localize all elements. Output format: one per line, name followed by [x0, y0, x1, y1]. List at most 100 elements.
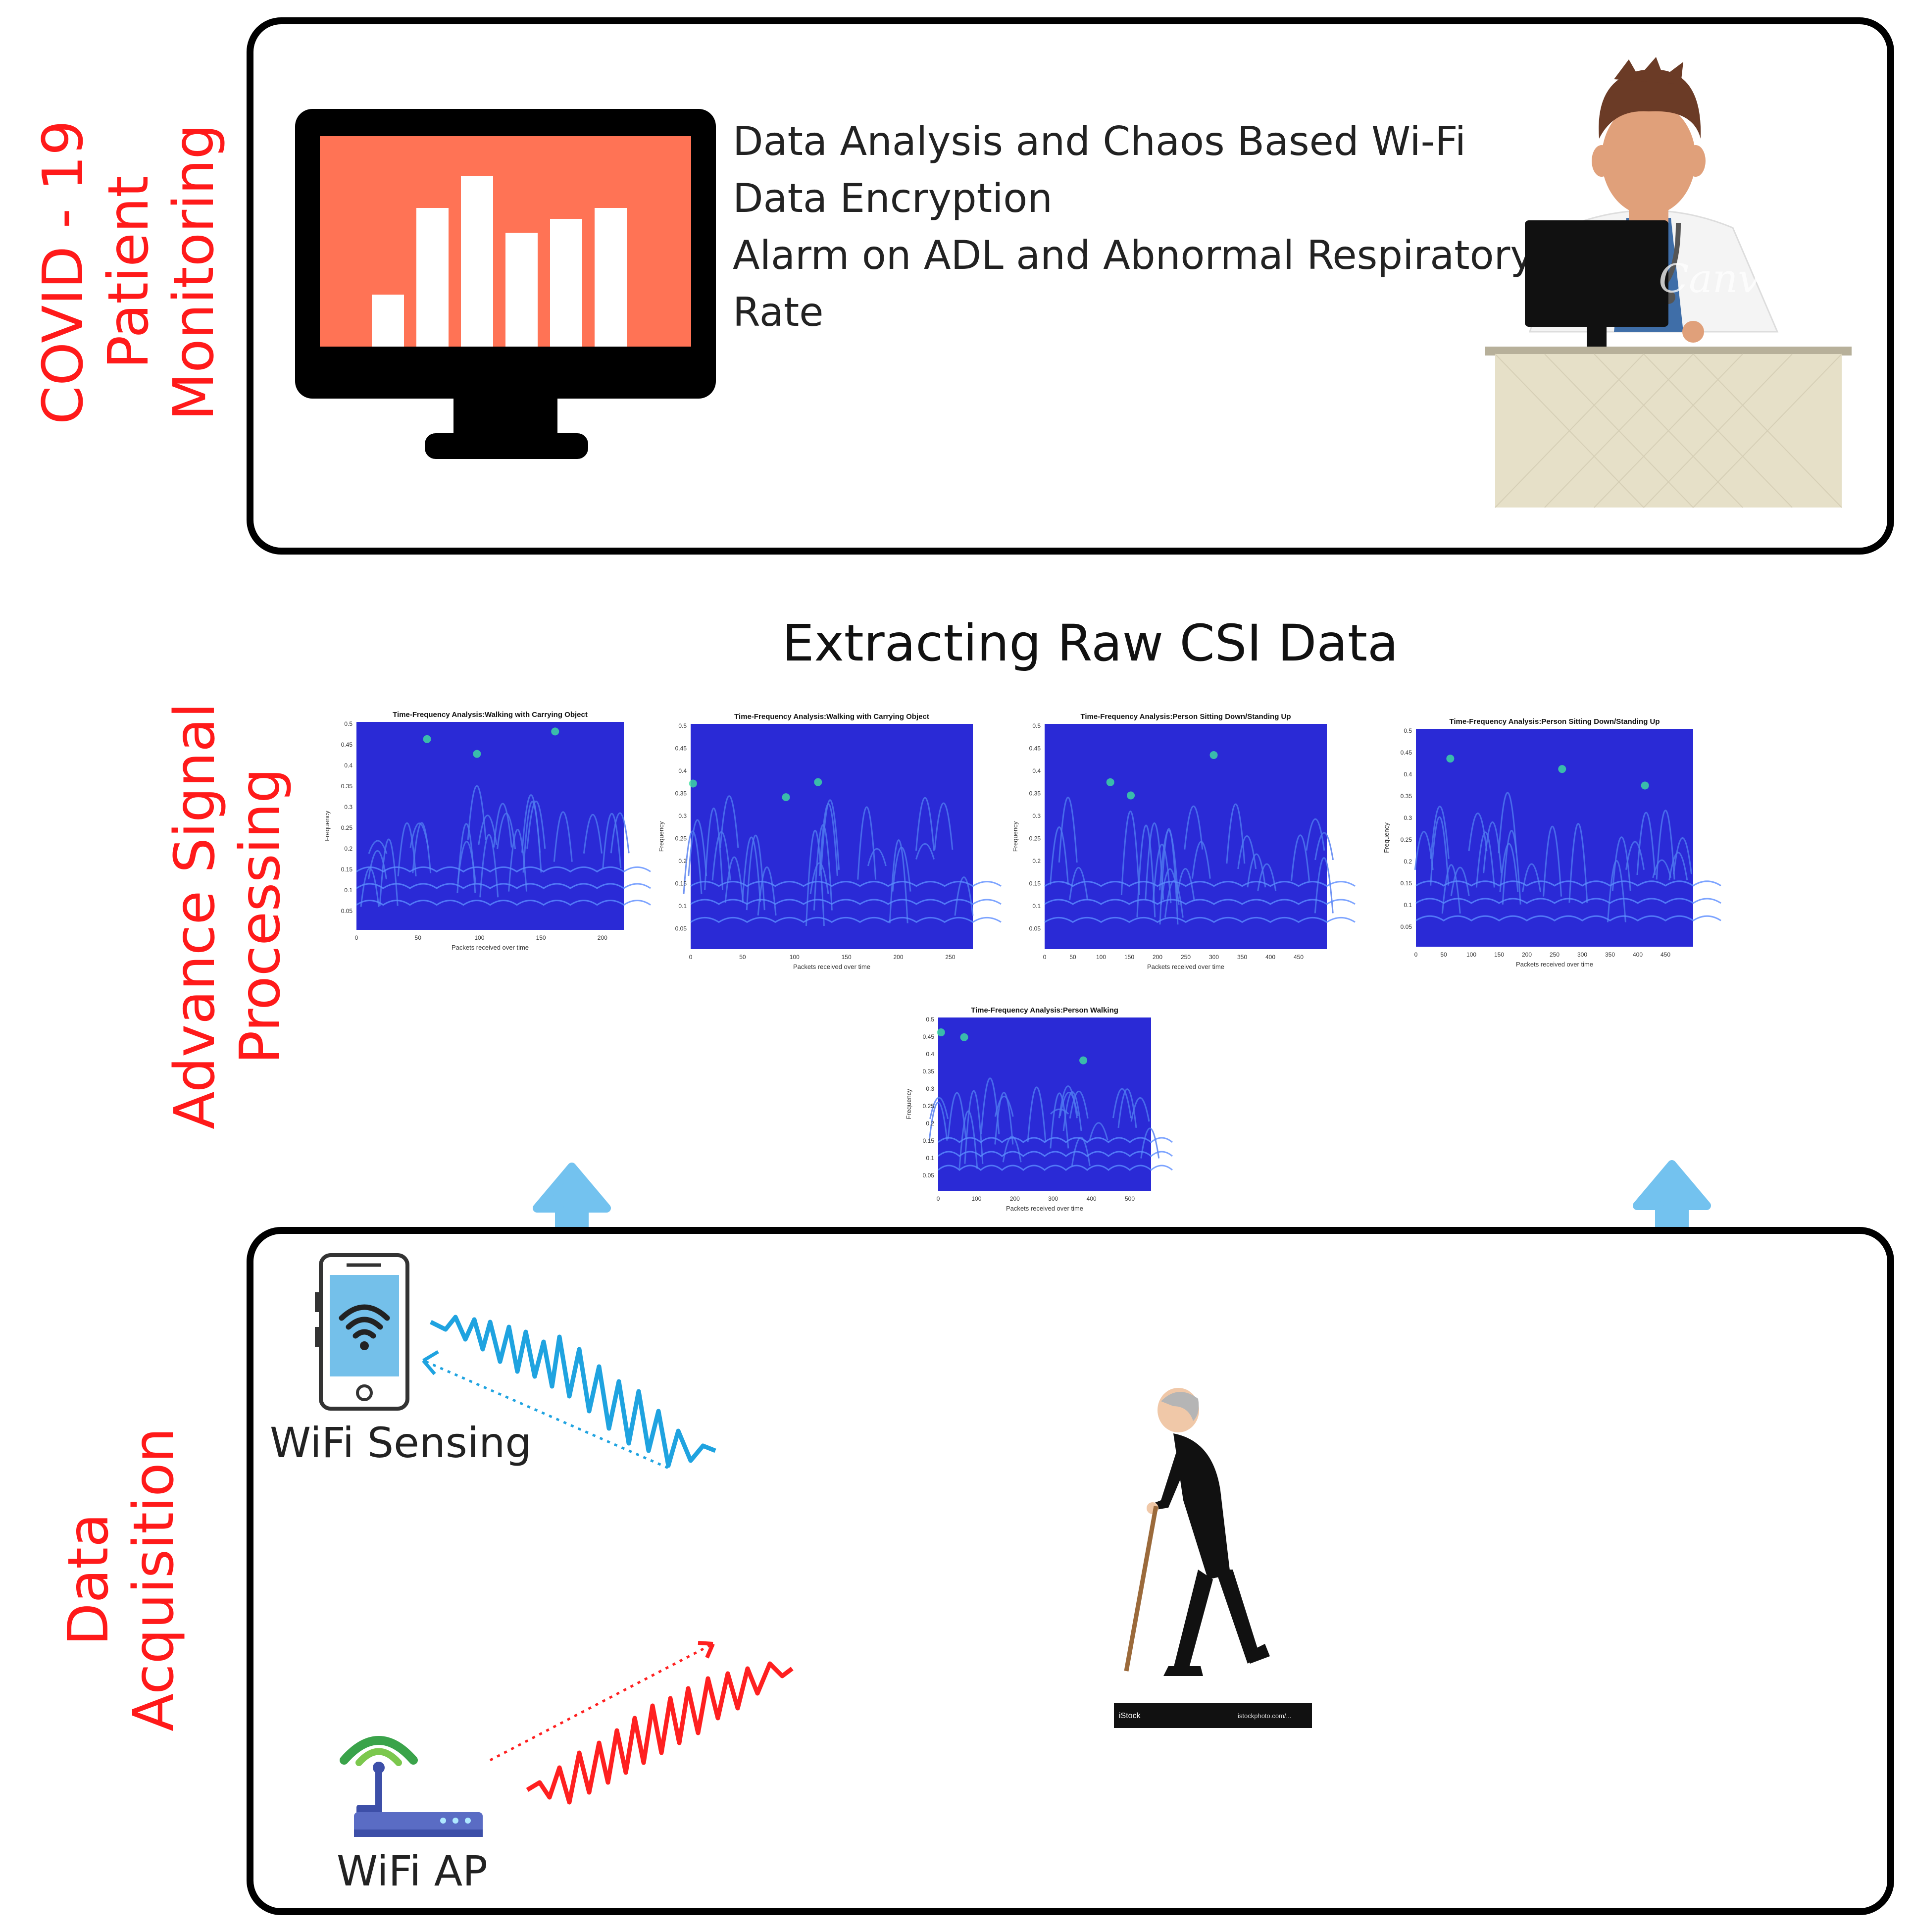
- spectrogram-ridge: [379, 838, 399, 906]
- spectrogram-xtick: 100: [971, 1195, 981, 1202]
- spectrogram-ytick: 0.4: [1404, 771, 1412, 778]
- spectrogram-ridge: [1069, 866, 1089, 900]
- spectrogram-ytick: 0.05: [675, 925, 687, 932]
- spectrogram-xtick: 50: [739, 954, 746, 961]
- spectrogram-xtick: 300: [1048, 1195, 1058, 1202]
- spectrogram-band: [356, 866, 651, 873]
- spectrogram-ridge: [397, 822, 417, 877]
- spectrogram-xtick: 500: [1125, 1195, 1135, 1202]
- spectrogram-ytick: 0.35: [675, 790, 687, 797]
- spectrogram-ridge: [583, 814, 603, 854]
- spectrogram-band: [1415, 915, 1721, 921]
- spectrogram-xtick: 100: [1466, 951, 1476, 958]
- extracting-heading: Extracting Raw CSI Data: [782, 614, 1399, 673]
- spectrogram-ytick: 0.1: [1032, 903, 1041, 910]
- spectrogram-ridge: [467, 785, 487, 840]
- spectrogram-xtick: 200: [1010, 1195, 1020, 1202]
- monitoring-line: Data Analysis and Chaos Based Wi-Fi: [733, 118, 1466, 164]
- spectrogram-title: Time-Frequency Analysis:Walking with Car…: [393, 711, 588, 719]
- spectrogram-ytick: 0.3: [1032, 813, 1041, 819]
- spectrogram-ridge: [1450, 866, 1470, 896]
- spectrogram-ytick: 0.45: [341, 741, 353, 748]
- spectrogram-ridge: [688, 819, 707, 876]
- spectrogram-ridge: [915, 797, 935, 851]
- monitoring-line: Alarm on ADL and Abnormal Respiratory: [733, 232, 1534, 278]
- spectrogram-ytick: 0.5: [926, 1016, 934, 1023]
- spectrogram-xtick: 250: [945, 954, 955, 961]
- spectrogram-peak: [782, 793, 790, 802]
- spectrogram-xtick: 200: [1522, 951, 1532, 958]
- spectrogram-ytick: 0.2: [926, 1120, 934, 1127]
- spectrogram-ridge: [1483, 821, 1503, 873]
- spectrogram-ridge: [1607, 860, 1626, 922]
- spectrogram-ridge: [1130, 1097, 1150, 1122]
- spectrogram-xtick: 450: [1294, 954, 1304, 961]
- spectrogram-xtick: 200: [598, 934, 607, 941]
- spectrogram-ytick: 0.5: [344, 720, 352, 727]
- monitor-bar: [595, 208, 627, 347]
- monitoring-line: Data Encryption: [733, 175, 1053, 221]
- spectrogram-ridge: [526, 801, 546, 849]
- spectrogram-ridge: [958, 1110, 978, 1169]
- spectrogram-peak: [1641, 781, 1649, 790]
- spectrogram-peak: [473, 750, 481, 758]
- spectrogram-ridge: [1668, 852, 1688, 880]
- spectrogram-peak: [423, 735, 431, 743]
- spectrogram-xtick: 50: [415, 934, 422, 941]
- spectrogram-ridge: [1257, 863, 1277, 891]
- spectrogram-ridge: [809, 862, 829, 895]
- spectrogram-ylabel: Frequency: [657, 821, 665, 852]
- spectrogram-xtick: 300: [1209, 954, 1219, 961]
- spectrogram-peak: [960, 1033, 968, 1041]
- spectrogram-plot: [356, 722, 624, 930]
- monitoring-line: Rate: [733, 289, 824, 335]
- spectrogram-ytick: 0.1: [678, 903, 687, 910]
- spectrogram-ridge: [857, 806, 877, 880]
- spectrogram-ridge: [1050, 1108, 1069, 1115]
- spectrogram-band: [1044, 916, 1356, 923]
- spectrogram-ridge: [493, 803, 512, 848]
- spectrogram-ylabel: Frequency: [1011, 821, 1019, 852]
- spectrogram-ridge: [1136, 824, 1156, 917]
- spectrogram-ytick: 0.15: [1029, 880, 1041, 887]
- spectrogram-ridge: [553, 811, 573, 862]
- spectrogram-ytick: 0.1: [1404, 902, 1412, 909]
- elderly-person-with-cane: iStock istockphoto.com/...: [1114, 1388, 1312, 1728]
- spectrogram-ridge: [1027, 1086, 1047, 1142]
- spectrogram-ytick: 0.2: [344, 845, 352, 852]
- spectrogram-xtick: 100: [790, 954, 800, 961]
- spectrogram-ytick: 0.1: [926, 1155, 934, 1162]
- spectrogram-band: [1415, 880, 1721, 887]
- spectrogram-peak: [1106, 778, 1114, 786]
- spectrogram-peak: [1127, 791, 1135, 800]
- stock-bar: [1114, 1703, 1312, 1728]
- spectrogram-xlabel: Packets received over time: [1516, 961, 1593, 968]
- spectrogram-xtick: 350: [1605, 951, 1615, 958]
- spectrogram-xtick: 200: [894, 954, 904, 961]
- spectrogram-ridge: [1175, 868, 1195, 902]
- spectrogram-ridge: [1062, 1091, 1082, 1131]
- spectrogram-peak: [551, 727, 559, 736]
- spectrogram-ytick: 0.05: [1401, 923, 1412, 930]
- spectrogram-title: Time-Frequency Analysis:Person Walking: [971, 1006, 1118, 1015]
- spectrogram-ridge: [742, 836, 761, 902]
- spectrogram-ytick: 0.5: [1032, 722, 1041, 729]
- spectrogram-peak: [814, 778, 822, 786]
- spectrogram-ytick: 0.4: [344, 762, 352, 769]
- phone-wifi-icon: [315, 1253, 409, 1411]
- spectrogram-ridge: [964, 1090, 984, 1164]
- spectrogram-ridge: [1120, 811, 1140, 895]
- spectrogram-xtick: 50: [1069, 954, 1076, 961]
- spectrogram-band: [1044, 899, 1356, 905]
- spectrogram-ytick: 0.15: [675, 880, 687, 887]
- spectrogram-ridge: [1636, 812, 1656, 875]
- spectrogram-ridge: [1089, 1122, 1108, 1140]
- spectrogram-ridge: [1568, 823, 1588, 903]
- spectrogram-ridge: [1237, 835, 1257, 869]
- spectrogram-ytick: 0.35: [1029, 790, 1041, 797]
- spectrogram-ytick: 0.4: [926, 1051, 934, 1058]
- spectrogram-ridge: [683, 830, 703, 894]
- spectrogram-ridge: [1656, 810, 1675, 880]
- blue-signal-waves: [422, 1315, 716, 1470]
